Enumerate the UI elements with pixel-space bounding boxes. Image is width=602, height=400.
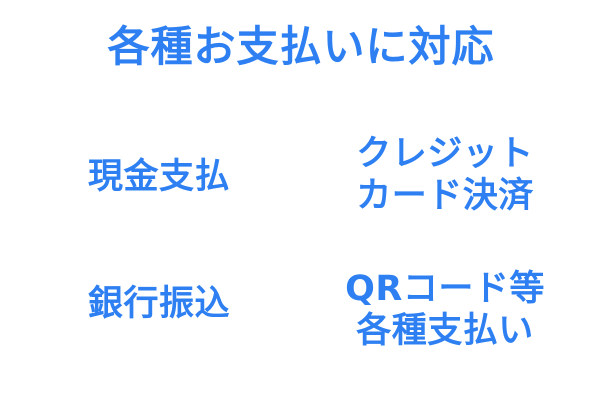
payment-method-qr-code-label-line2: 各種支払い — [356, 311, 534, 351]
payment-method-qr-code-label-line1: QRコード等 — [345, 269, 545, 309]
payment-method-credit-card-label-line1: クレジット — [356, 134, 534, 174]
payment-method-cash-label: 現金支払 — [88, 157, 231, 197]
page-title: 各種お支払いに対応 — [107, 22, 495, 71]
payment-method-qr-code: QRコード等 各種支払い — [330, 272, 560, 349]
payment-method-bank-transfer-label: 銀行振込 — [88, 284, 231, 324]
payment-method-bank-transfer: 銀行振込 — [88, 287, 230, 322]
payment-method-cash: 現金支払 — [88, 160, 230, 195]
payment-method-credit-card: クレジット カード決済 — [330, 137, 560, 214]
payment-method-credit-card-label-line2: カード決済 — [356, 176, 534, 216]
